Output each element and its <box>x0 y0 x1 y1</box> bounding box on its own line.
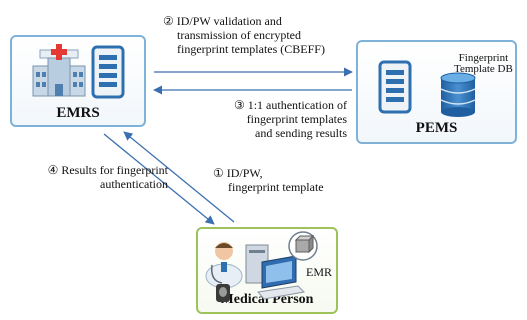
emr-label: EMR <box>306 265 333 279</box>
server-icon-pems <box>378 60 412 114</box>
medical-person-label: Medical Person <box>220 292 314 307</box>
step3-line-1: ③ 1:1 authentication of <box>233 98 347 112</box>
step3-line-2: fingerprint templates <box>246 112 347 126</box>
step2-line-2: transmission of encrypted <box>177 28 301 42</box>
step4-label: ④ Results for fingerprint authentication <box>20 163 168 191</box>
step3-line-3: and sending results <box>255 126 347 140</box>
step1-line-2: fingerprint template <box>228 180 324 194</box>
computer-icon <box>245 244 306 300</box>
step4-line-1: ④ Results for fingerprint <box>47 163 168 177</box>
arrow-step4 <box>103 133 215 225</box>
fingerprint-db-line-2: Template DB <box>454 63 513 75</box>
fingerprint-scanner-icon <box>216 284 230 302</box>
fingerprint-db-line-1: Fingerprint <box>458 52 509 64</box>
emrs-label: EMRS <box>56 105 100 121</box>
arrow-step1 <box>123 131 235 223</box>
server-icon <box>91 45 125 99</box>
step2-label: ② ID/PW validation and transmission of e… <box>163 14 325 56</box>
pems-label: PEMS <box>415 120 458 136</box>
hospital-icon <box>32 44 86 97</box>
fingerprint-db-label: Fingerprint Template DB <box>454 53 513 75</box>
step4-line-2: authentication <box>100 177 168 191</box>
step2-line-3: fingerprint templates (CBEFF) <box>177 42 325 56</box>
step1-line-1: ① ID/PW, <box>213 166 263 180</box>
database-icon <box>440 72 476 117</box>
step2-line-1: ② ID/PW validation and <box>163 14 282 28</box>
emr-bubble <box>288 231 318 261</box>
step1-label: ① ID/PW, fingerprint template <box>213 166 324 194</box>
step3-label: ③ 1:1 authentication of fingerprint temp… <box>225 98 347 140</box>
doctor-icon <box>205 242 243 289</box>
